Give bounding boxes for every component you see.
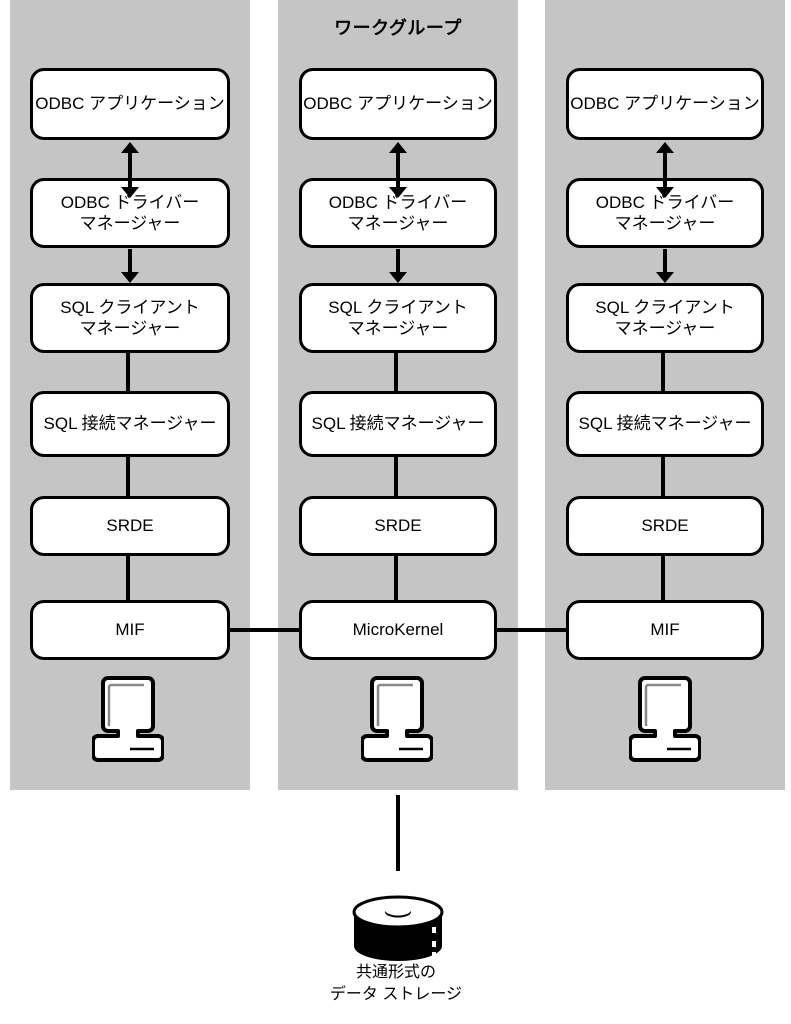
connector-left-2 bbox=[126, 457, 130, 496]
arrow-shaft bbox=[128, 249, 132, 273]
node-label-line2: マネージャー bbox=[79, 214, 181, 233]
node-label: SQL クライアント bbox=[328, 297, 468, 317]
node-label-line2: マネージャー bbox=[347, 319, 449, 338]
arrow-head-down-icon bbox=[656, 187, 674, 198]
node-srde-middle[interactable]: SRDE bbox=[299, 496, 497, 556]
node-label-line2: マネージャー bbox=[79, 319, 181, 338]
node-label: SQL 接続マネージャー bbox=[43, 414, 217, 434]
node-label: SQL クライアント bbox=[60, 297, 200, 317]
arrow-head-down-icon bbox=[389, 187, 407, 198]
arrow-down-left-1 bbox=[121, 249, 139, 283]
arrow-shaft bbox=[396, 151, 400, 189]
arrow-head-up-icon bbox=[389, 142, 407, 153]
arrow-bidirectional-left bbox=[121, 142, 139, 198]
node-srde-right[interactable]: SRDE bbox=[566, 496, 764, 556]
node-label-line2: マネージャー bbox=[614, 214, 716, 233]
workstation-icon-left bbox=[91, 676, 165, 762]
node-label: MicroKernel bbox=[352, 620, 444, 640]
node-label-line2: マネージャー bbox=[614, 319, 716, 338]
arrow-head-down-icon bbox=[121, 272, 139, 283]
arrow-shaft bbox=[128, 151, 132, 189]
node-mif-right[interactable]: MIF bbox=[566, 600, 764, 660]
connector-right-2 bbox=[661, 457, 665, 496]
link-left-mif-to-microkernel bbox=[230, 628, 300, 632]
arrow-down-middle-1 bbox=[389, 249, 407, 283]
node-label: SRDE bbox=[106, 516, 154, 536]
node-mif-left[interactable]: MIF bbox=[30, 600, 230, 660]
node-odbc-application-left[interactable]: ODBC アプリケーション bbox=[30, 68, 230, 140]
connector-right-3 bbox=[661, 556, 665, 600]
node-label: ODBC アプリケーション bbox=[570, 94, 760, 114]
node-microkernel[interactable]: MicroKernel bbox=[299, 600, 497, 660]
node-sql-connection-manager-middle[interactable]: SQL 接続マネージャー bbox=[299, 391, 497, 457]
node-sql-connection-manager-right[interactable]: SQL 接続マネージャー bbox=[566, 391, 764, 457]
node-label: SQL 接続マネージャー bbox=[578, 414, 752, 434]
arrow-head-down-icon bbox=[656, 272, 674, 283]
node-label: SRDE bbox=[374, 516, 422, 536]
connector-middle-2 bbox=[394, 457, 398, 496]
node-odbc-application-right[interactable]: ODBC アプリケーション bbox=[566, 68, 764, 140]
node-srde-left[interactable]: SRDE bbox=[30, 496, 230, 556]
database-stack-icon bbox=[348, 886, 448, 966]
workgroup-title: ワークグループ bbox=[334, 18, 462, 38]
node-label-line2: マネージャー bbox=[347, 214, 449, 233]
node-label: ODBC ドライバー bbox=[328, 192, 468, 212]
arrow-shaft bbox=[396, 249, 400, 273]
arrow-bidirectional-right bbox=[656, 142, 674, 198]
connector-to-storage bbox=[396, 795, 400, 871]
node-odbc-application-middle[interactable]: ODBC アプリケーション bbox=[299, 68, 497, 140]
node-sql-client-manager-middle[interactable]: SQL クライアント マネージャー bbox=[299, 283, 497, 353]
node-sql-client-manager-left[interactable]: SQL クライアント マネージャー bbox=[30, 283, 230, 353]
arrow-bidirectional-middle bbox=[389, 142, 407, 198]
arrow-shaft bbox=[663, 249, 667, 273]
arrow-head-up-icon bbox=[656, 142, 674, 153]
node-label: MIF bbox=[115, 620, 145, 640]
connector-left-3 bbox=[126, 556, 130, 600]
storage-caption-line2: データ ストレージ bbox=[329, 985, 463, 1003]
node-label: SQL 接続マネージャー bbox=[311, 414, 485, 434]
arrow-down-right-1 bbox=[656, 249, 674, 283]
node-label: SRDE bbox=[641, 516, 689, 536]
node-label: SQL クライアント bbox=[595, 297, 735, 317]
node-label: ODBC アプリケーション bbox=[35, 94, 225, 114]
storage-caption-line1: 共通形式の bbox=[355, 964, 436, 981]
arrow-head-down-icon bbox=[389, 272, 407, 283]
connector-middle-3 bbox=[394, 556, 398, 600]
connector-right-1 bbox=[661, 353, 665, 391]
connector-middle-1 bbox=[394, 353, 398, 391]
arrow-head-up-icon bbox=[121, 142, 139, 153]
node-sql-connection-manager-left[interactable]: SQL 接続マネージャー bbox=[30, 391, 230, 457]
node-sql-client-manager-right[interactable]: SQL クライアント マネージャー bbox=[566, 283, 764, 353]
workstation-icon-right bbox=[628, 676, 702, 762]
node-label: ODBC アプリケーション bbox=[303, 94, 493, 114]
storage-caption: 共通形式の データ ストレージ bbox=[266, 962, 526, 1005]
connector-left-1 bbox=[126, 353, 130, 391]
node-label: ODBC ドライバー bbox=[60, 192, 200, 212]
workstation-icon-middle bbox=[360, 676, 434, 762]
node-label: MIF bbox=[650, 620, 680, 640]
arrow-head-down-icon bbox=[121, 187, 139, 198]
node-label: ODBC ドライバー bbox=[595, 192, 735, 212]
arrow-shaft bbox=[663, 151, 667, 189]
link-microkernel-to-right-mif bbox=[496, 628, 566, 632]
